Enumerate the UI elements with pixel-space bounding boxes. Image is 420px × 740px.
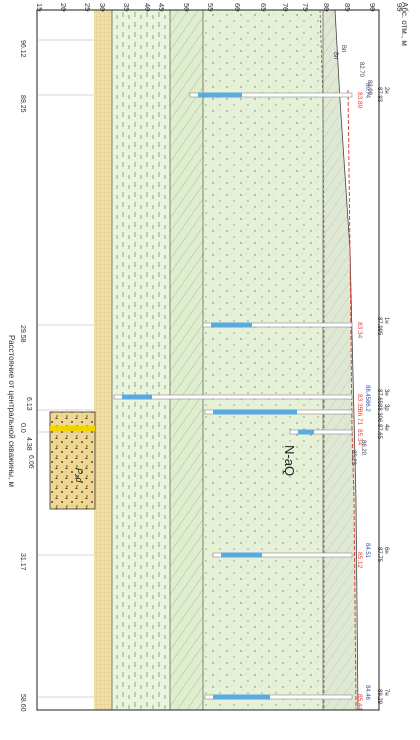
well-casing: [202, 322, 353, 328]
elevation-tick-label: 95: [395, 3, 404, 11]
distance-label: 0.0: [19, 423, 26, 433]
well-name: 3н: [383, 389, 389, 396]
well-name: 4н: [383, 424, 389, 431]
elevation-tick-label: 30: [98, 3, 107, 11]
elevation-tick-label: 80: [322, 3, 331, 11]
bedrock-hatch: [94, 10, 112, 710]
well-water-level: 85.34: [356, 429, 363, 446]
elevation-tick-label: 25: [83, 3, 92, 11]
elevation-tick-label: 60: [233, 3, 242, 11]
elevation-tick-label: 45: [157, 3, 166, 11]
elevation-tick-label: 85: [343, 3, 352, 11]
well-screen: [213, 694, 270, 700]
elevation-tick-label: 65: [259, 3, 268, 11]
wells: 2н87.9383.8080.741н87.99583.343н87.6583.…: [50, 83, 389, 711]
central-well-bedrock-interval: [50, 426, 95, 431]
well-screen: [122, 394, 152, 400]
distance-label: 29.58: [19, 325, 26, 343]
well-extra-value: 88.45: [364, 385, 370, 401]
well-top-elevation: 88.306: [376, 404, 382, 423]
section-marker: 85.23: [350, 450, 356, 466]
well-name: 3р: [383, 404, 389, 411]
section-marker: 86.20: [360, 440, 366, 456]
well-name: 6н: [383, 547, 389, 554]
well-top-elevation: 87.75: [376, 547, 382, 563]
well-top-elevation: 89.29: [376, 689, 382, 705]
elevation-tick-label: 20: [59, 3, 68, 11]
elevation-tick-label: 15: [35, 3, 44, 11]
section-marker: Вп: [332, 52, 338, 59]
surface-loam-hatch: [323, 10, 358, 710]
well-screen: [298, 429, 314, 435]
strata-label: N-aQ: [282, 445, 297, 476]
well-casing: [189, 92, 353, 98]
well-casing: [212, 552, 353, 558]
distance-label: 96.12: [19, 40, 26, 58]
well-water-level: 83.34: [356, 322, 363, 339]
well-water-level: 86.71: [356, 409, 363, 426]
elevation-axis: 95 90 85 80 75 70 65 60 55 50 45 40 35 30 25 20 15: [35, 3, 404, 12]
distance-axis-title: Расстояние от центральной скважины, м: [7, 335, 16, 487]
elevation-tick-label: 90: [368, 3, 377, 11]
well-screen: [213, 409, 297, 415]
well-top-elevation: 87.65: [376, 389, 382, 405]
distance-label: 31.17: [19, 553, 26, 571]
elevation-tick-label: 75: [301, 3, 310, 11]
well-name: 7н: [383, 689, 389, 696]
well-name: 1н: [383, 317, 389, 324]
well-top-elevation: 87.65: [376, 424, 382, 440]
section-frame: [36, 9, 380, 711]
elevation-tick-label: 50: [182, 3, 191, 11]
well-screen: [221, 552, 262, 558]
well-top-elevation: 87.93: [376, 87, 382, 103]
well-extra-value: 86.2: [364, 400, 370, 412]
well-extra-value: 80.74: [364, 83, 370, 99]
well-casing: [204, 694, 353, 700]
elevation-tick-label: 55: [206, 3, 215, 11]
distance-label: 6.06: [27, 455, 34, 469]
distance-gridlines: [37, 39, 94, 698]
axis-title: Абс. отм., м: [400, 2, 409, 46]
water-table-line: [347, 89, 357, 711]
distance-axis: 96.12 89.25 29.58 6.13 0.0 4.38 6.06 31.17 58.60: [19, 40, 34, 712]
well-water-level: 85.12: [356, 552, 363, 569]
well-top-elevation: 87.995: [376, 317, 382, 336]
bedrock-label: P₂d: [74, 468, 84, 483]
distance-label: 58.60: [19, 694, 26, 712]
well-screen: [211, 322, 252, 328]
well-casing: [113, 394, 353, 400]
section-marker: 82.70: [358, 62, 364, 78]
section-marker: 82.90: [366, 80, 372, 96]
strata: [94, 10, 358, 710]
distance-label: 4.38: [25, 437, 32, 451]
elevation-tick-label: 70: [281, 3, 290, 11]
distance-label: 89.25: [19, 95, 26, 113]
clay-pattern: [112, 10, 170, 710]
well-extra-value: 84.46: [364, 685, 370, 701]
loam-pattern: [170, 10, 203, 710]
well-name: 2н: [383, 87, 389, 94]
sand-pattern: [203, 10, 323, 710]
elevation-tick-label: 40: [143, 3, 152, 11]
well-water-level: 85.44: [356, 694, 363, 711]
elevation-tick-label: 35: [122, 3, 131, 11]
well-casing: [289, 429, 353, 435]
distance-label: 6.13: [25, 397, 32, 411]
well-water-level: 83.80: [356, 92, 363, 109]
section-marker: Вп: [340, 45, 346, 52]
layer-boundaries: [111, 9, 359, 711]
well-water-level: 83.35: [356, 394, 363, 411]
well-extra-value: 84.51: [364, 543, 370, 559]
well-screen: [198, 92, 242, 98]
